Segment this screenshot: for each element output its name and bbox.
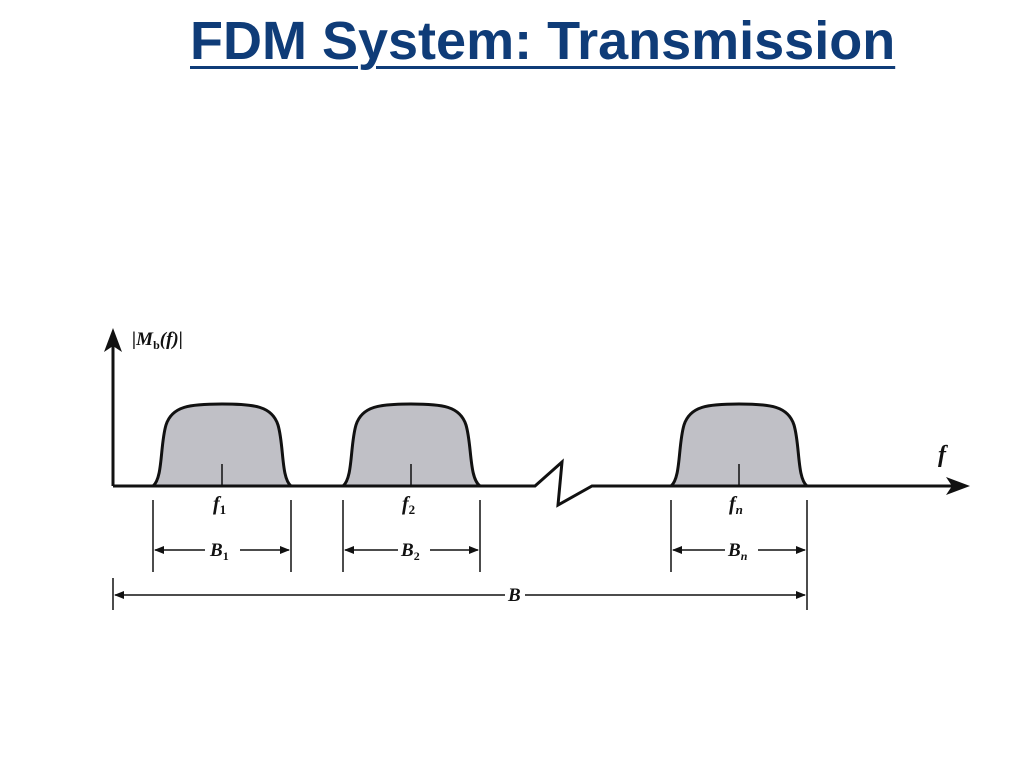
y-axis-arrowhead bbox=[104, 328, 122, 352]
band-1: f1 B1 bbox=[151, 402, 293, 572]
total-bandwidth: B bbox=[112, 578, 806, 610]
band-2-bandwidth-label: B2 bbox=[400, 540, 420, 563]
total-bandwidth-label: B bbox=[507, 585, 521, 606]
band-2-center-label: f2 bbox=[402, 493, 415, 517]
band-1-spectrum bbox=[151, 402, 293, 488]
band-n-bandwidth-label: Bn bbox=[727, 540, 748, 563]
band-2-spectrum bbox=[341, 402, 482, 488]
y-axis-label: |Mb(f)| bbox=[132, 329, 183, 352]
band-2: f2 B2 bbox=[341, 402, 482, 572]
x-axis-arrowhead bbox=[946, 477, 970, 495]
band-n-spectrum bbox=[669, 402, 809, 488]
band-n: fn Bn bbox=[669, 402, 809, 610]
band-1-bandwidth-label: B1 bbox=[209, 540, 229, 563]
band-1-center-label: f1 bbox=[213, 493, 226, 517]
band-n-center-label: fn bbox=[729, 493, 743, 517]
slide-title: FDM System: Transmission bbox=[190, 11, 896, 71]
x-axis-label: f bbox=[938, 442, 948, 468]
